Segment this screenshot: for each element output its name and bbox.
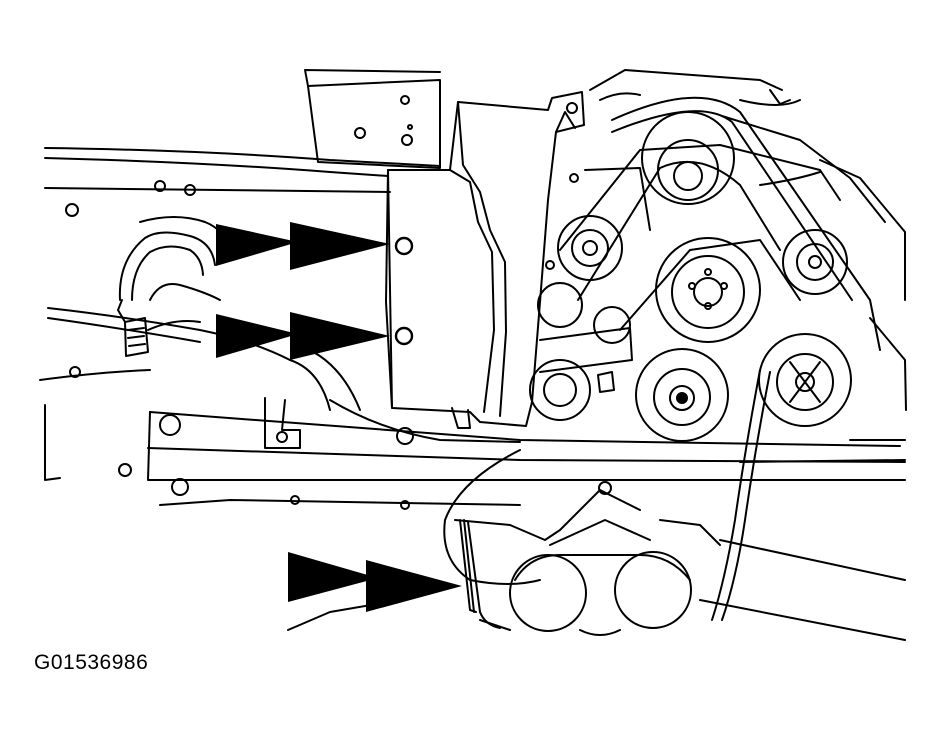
middle-arrow-head (290, 312, 390, 360)
upper-arrow-tail (216, 224, 298, 266)
pulley-cluster (529, 111, 852, 442)
left-frame (39, 147, 441, 496)
lower-mount (287, 481, 721, 636)
pointer-arrows (216, 222, 462, 612)
middle-arrow-tail (216, 314, 298, 358)
bracket-cover-plate (385, 91, 585, 429)
upper-arrow-head (290, 222, 390, 270)
serpentine-belts (559, 96, 881, 351)
lower-arrow-head (366, 560, 462, 612)
cross-member (147, 345, 906, 510)
lower-arrow-tail (288, 552, 378, 602)
upper-panel (304, 69, 441, 169)
cables (329, 369, 771, 621)
figure-code-label: G01536986 (34, 651, 149, 674)
wiring-harness (117, 216, 231, 357)
